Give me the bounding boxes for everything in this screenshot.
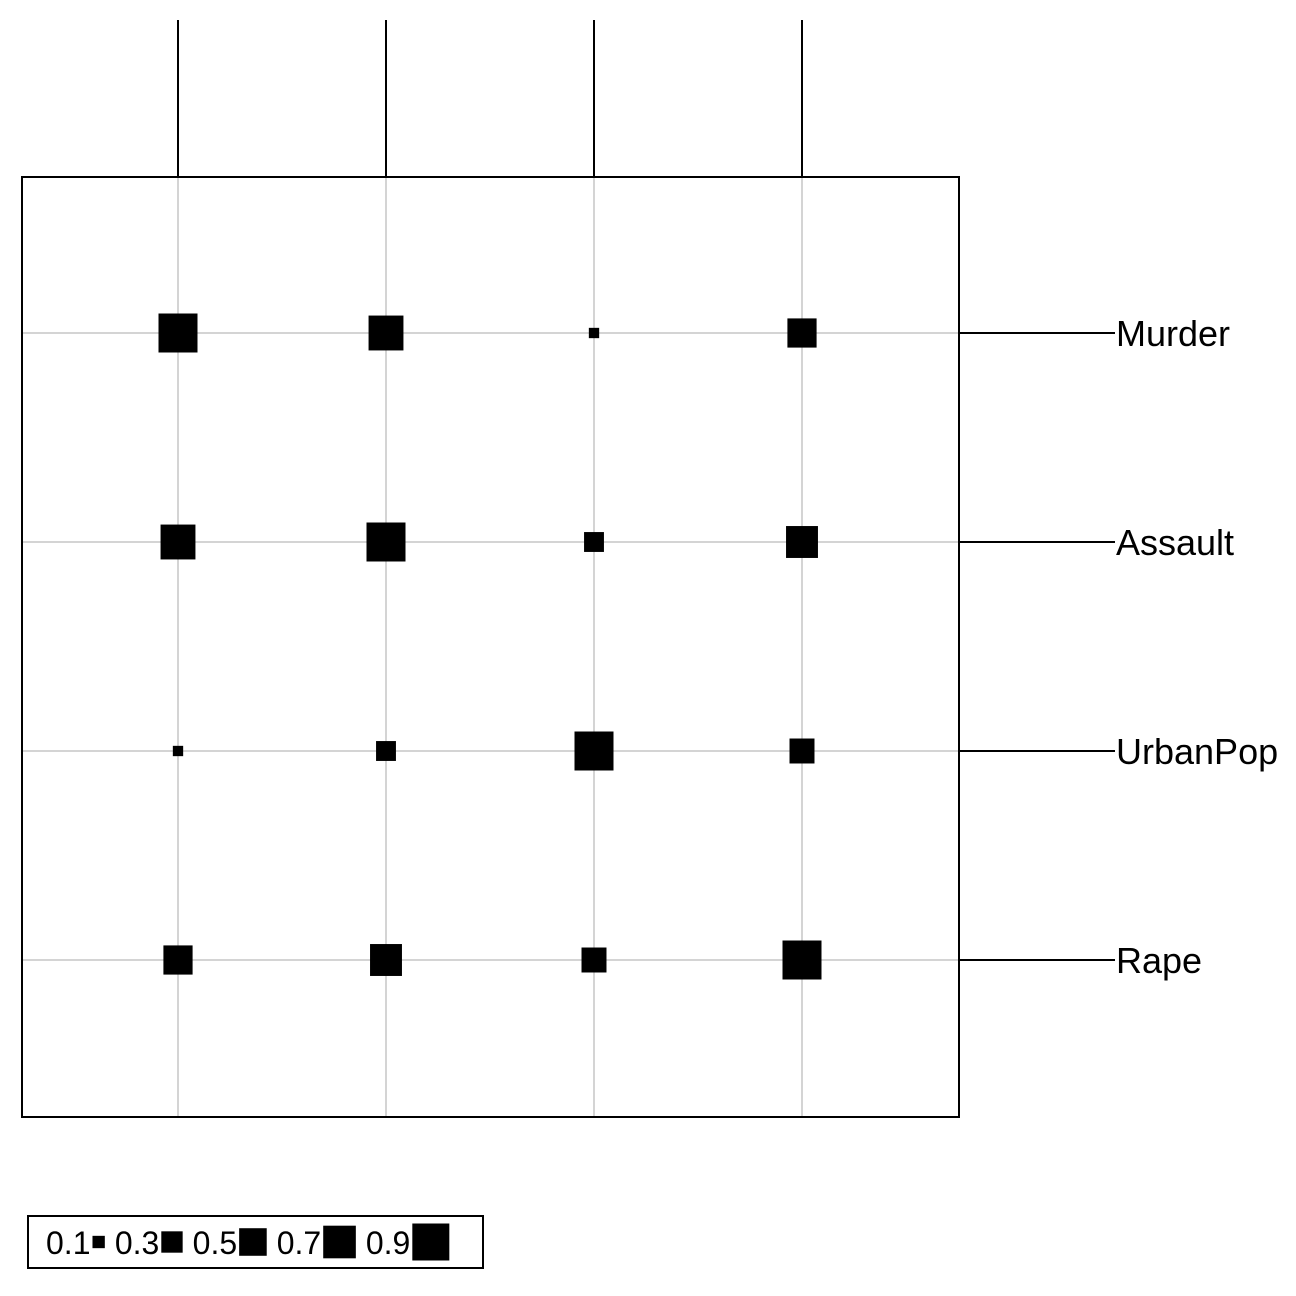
legend-square [323, 1225, 356, 1259]
row-label: Rape [1116, 940, 1202, 981]
square-mark [786, 526, 818, 558]
legend-label: 0.3 [115, 1225, 159, 1261]
marks [158, 313, 822, 980]
plot-frame [21, 176, 960, 1118]
square-mark [574, 731, 614, 771]
square-mark [581, 947, 607, 973]
square-mark [368, 315, 404, 351]
legend-square [92, 1235, 105, 1249]
square-mark [376, 741, 396, 761]
legend-label: 0.5 [193, 1225, 237, 1261]
legend-label: 0.9 [366, 1225, 410, 1261]
legend: 0.1 0.3 0.5 0.7 0.9 [27, 1215, 484, 1269]
square-mark [163, 945, 193, 975]
square-mark [787, 318, 817, 348]
row-label: Assault [1116, 522, 1234, 563]
legend-square [161, 1231, 183, 1253]
row-label: UrbanPop [1116, 731, 1278, 772]
legend-square [412, 1223, 450, 1261]
square-mark [782, 940, 822, 980]
square-mark [158, 313, 198, 353]
square-mark [588, 327, 600, 339]
legend-square [239, 1228, 267, 1256]
square-mark [789, 738, 815, 764]
dendrogram-stubs [177, 20, 1115, 961]
square-mark [160, 524, 196, 560]
square-mark [584, 532, 604, 552]
square-mark [370, 944, 402, 976]
square-mark [172, 745, 184, 757]
square-mark [366, 522, 406, 562]
legend-label: 0.1 [46, 1225, 90, 1261]
row-label: Murder [1116, 313, 1230, 354]
legend-label: 0.7 [277, 1225, 321, 1261]
